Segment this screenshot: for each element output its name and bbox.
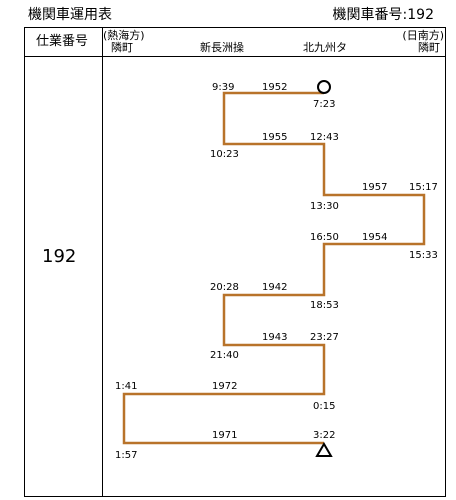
station-header-1: 新長洲操 <box>200 41 244 54</box>
train-number-label: 1954 <box>362 232 387 243</box>
time-label: 15:17 <box>409 182 438 193</box>
time-label: 20:28 <box>210 282 239 293</box>
time-label: 18:53 <box>310 300 339 311</box>
time-label: 16:50 <box>310 232 339 243</box>
time-label: 3:22 <box>313 430 335 441</box>
time-label: 13:30 <box>310 201 339 212</box>
time-label: 7:23 <box>313 99 335 110</box>
time-label: 1:41 <box>115 381 137 392</box>
train-number-label: 1955 <box>262 132 287 143</box>
column-divider <box>102 27 103 497</box>
right-direction-label: (日南方) <box>402 29 444 42</box>
left-direction-label: (熱海方) <box>103 29 145 42</box>
time-label: 1:57 <box>115 450 137 461</box>
train-number-label: 1971 <box>212 430 237 441</box>
start-marker-circle <box>317 80 331 94</box>
left-end-station: 隣町 <box>111 41 133 54</box>
train-number-label: 1957 <box>362 182 387 193</box>
time-label: 0:15 <box>313 401 335 412</box>
train-number-label: 1942 <box>262 282 287 293</box>
train-number-label: 1952 <box>262 82 287 93</box>
table-frame <box>24 27 446 497</box>
time-label: 21:40 <box>210 350 239 361</box>
train-number-label: 1943 <box>262 332 287 343</box>
col-header-operation-id: 仕業番号 <box>36 34 89 49</box>
time-label: 23:27 <box>310 332 339 343</box>
time-label: 12:43 <box>310 132 339 143</box>
end-marker-triangle <box>315 442 333 457</box>
header-divider <box>24 56 446 57</box>
operation-number: 192 <box>42 246 77 267</box>
page-title: 機関車運用表 <box>28 7 112 23</box>
train-number-label: 1972 <box>212 381 237 392</box>
route-line <box>122 91 426 445</box>
station-header-2: 北九州タ <box>303 41 347 54</box>
right-end-station: 隣町 <box>418 41 440 54</box>
time-label: 9:39 <box>212 82 234 93</box>
time-label: 10:23 <box>210 149 239 160</box>
time-label: 15:33 <box>409 250 438 261</box>
locomotive-number: 機関車番号:192 <box>332 7 434 23</box>
